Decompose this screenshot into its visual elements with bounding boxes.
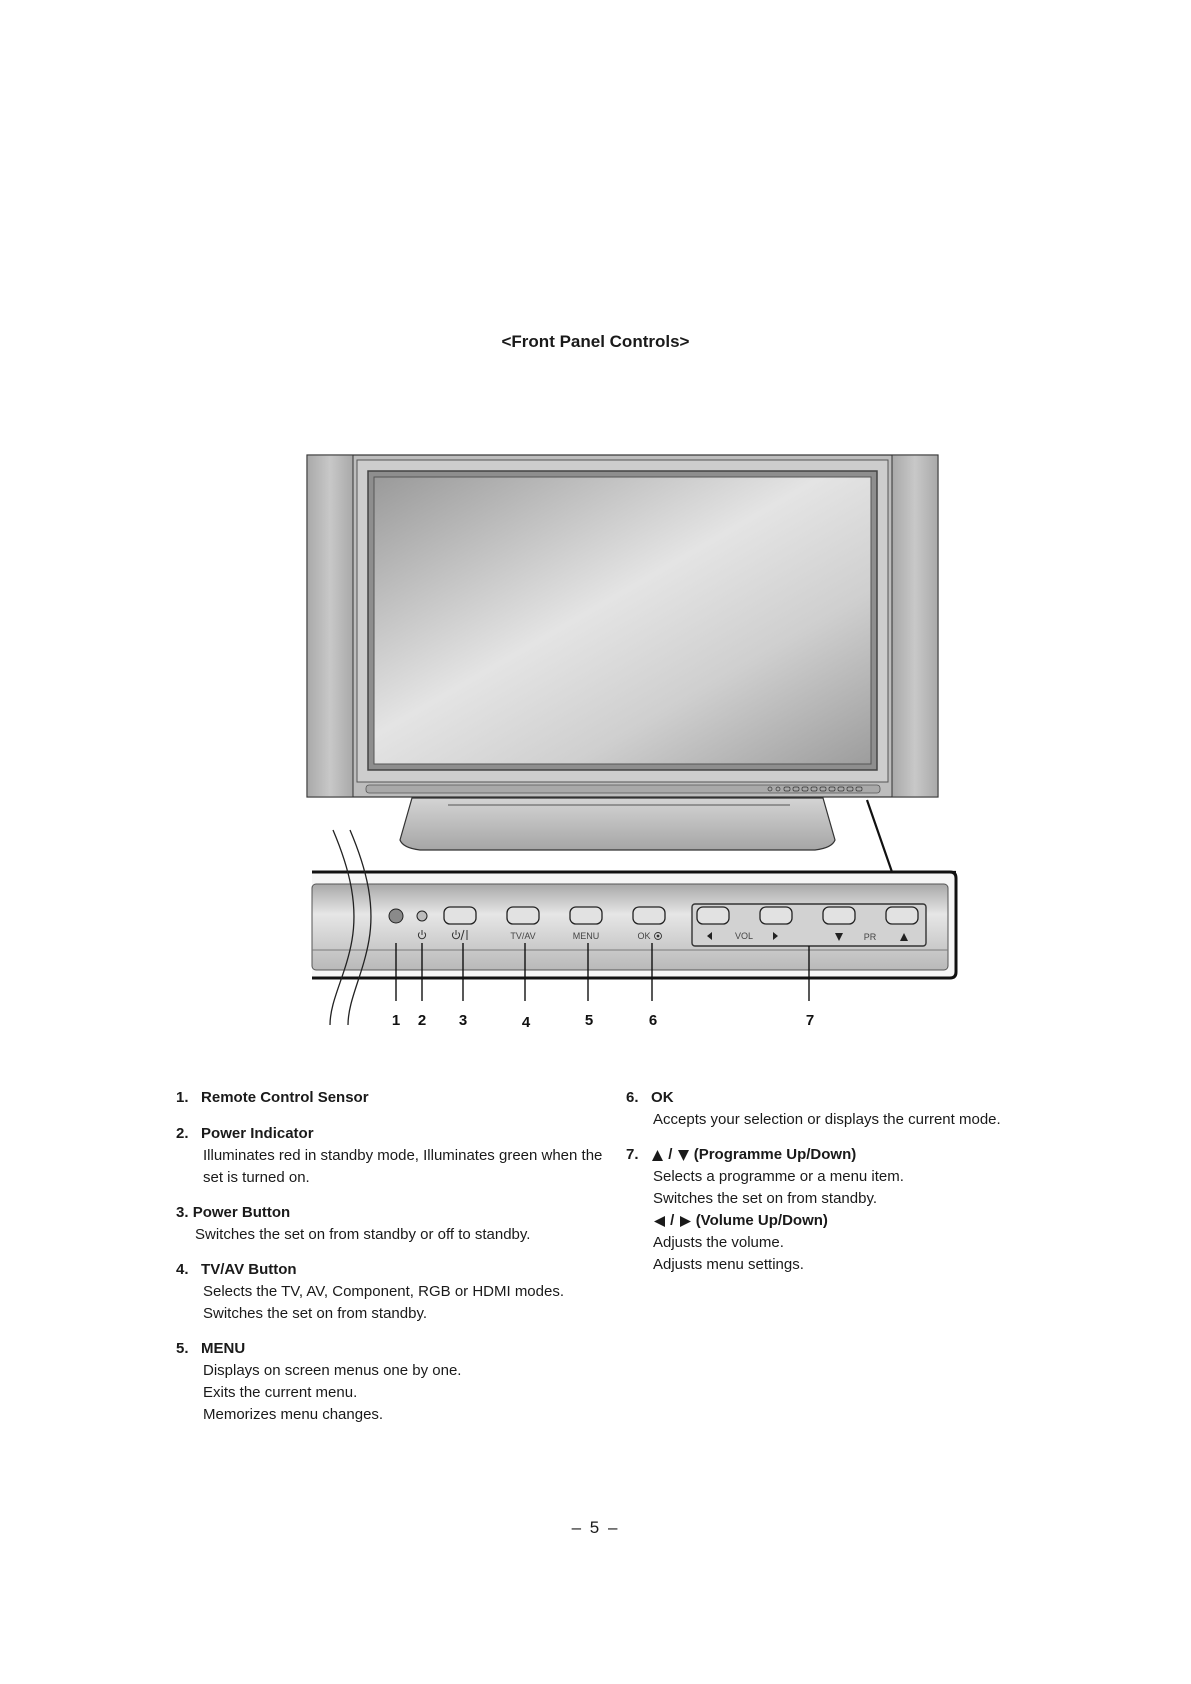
item-title: Power Indicator bbox=[201, 1125, 314, 1142]
item-text: Memorizes menu changes. bbox=[203, 1406, 384, 1423]
power-button[interactable] bbox=[443, 906, 477, 925]
pr-down-button[interactable] bbox=[822, 906, 856, 925]
vol-up-button[interactable] bbox=[759, 906, 793, 925]
right-speaker bbox=[891, 454, 939, 798]
item-separator: / bbox=[668, 1146, 673, 1163]
item-subtitle: (Volume Up/Down) bbox=[695, 1212, 828, 1229]
cut-lines bbox=[329, 829, 372, 1026]
left-triangle-icon bbox=[707, 932, 712, 940]
ok-label: OK bbox=[637, 931, 650, 941]
tv-stand bbox=[399, 797, 836, 851]
tvav-button[interactable] bbox=[506, 906, 540, 925]
mini-buttons bbox=[767, 786, 863, 792]
item-title: TV/AV Button bbox=[201, 1261, 297, 1278]
item-text: Displays on screen menus one by one. bbox=[203, 1362, 462, 1379]
ok-button[interactable] bbox=[632, 906, 666, 925]
enlarged-control-panel bbox=[311, 870, 958, 980]
remote-sensor bbox=[388, 908, 404, 924]
menu-button[interactable] bbox=[569, 906, 603, 925]
callout-5: 5 bbox=[585, 1012, 593, 1029]
item-text: set is turned on. bbox=[203, 1169, 310, 1186]
power-indicator bbox=[416, 910, 428, 922]
target-icon bbox=[654, 932, 662, 940]
callout-6: 6 bbox=[649, 1012, 657, 1029]
control-strip bbox=[365, 784, 881, 794]
item-text: Selects the TV, AV, Component, RGB or HD… bbox=[203, 1283, 565, 1300]
callout-7: 7 bbox=[806, 1012, 814, 1029]
item-number: 5. bbox=[176, 1340, 189, 1357]
callout-lines bbox=[395, 943, 810, 1001]
vol-label: VOL bbox=[735, 931, 753, 941]
pr-label: PR bbox=[864, 932, 877, 942]
item-text: Exits the current menu. bbox=[203, 1384, 358, 1401]
item-text: Switches the set on from standby or off … bbox=[195, 1226, 531, 1243]
right-triangle-icon bbox=[679, 1215, 691, 1227]
left-triangle-icon bbox=[654, 1215, 665, 1227]
item-number: 4. bbox=[176, 1261, 189, 1278]
item-text: Adjusts the volume. bbox=[653, 1234, 784, 1251]
item-text: Illuminates red in standby mode, Illumin… bbox=[203, 1147, 603, 1164]
item-text: Adjusts menu settings. bbox=[653, 1256, 804, 1273]
callout-2: 2 bbox=[418, 1012, 426, 1029]
menu-label: MENU bbox=[573, 931, 600, 941]
right-triangle-icon bbox=[773, 932, 778, 940]
item-menu: 5. MENU Displays on screen menus one by … bbox=[176, 1338, 626, 1426]
tv-body bbox=[306, 454, 939, 798]
item-programme-volume: 7. / (Programme Up/Down) Selects a progr… bbox=[626, 1144, 1076, 1276]
item-number: 1. bbox=[176, 1089, 189, 1106]
item-title: OK bbox=[651, 1089, 674, 1106]
item-power-button: 3. Power Button Switches the set on from… bbox=[176, 1202, 626, 1246]
down-triangle-icon bbox=[835, 933, 843, 941]
zoom-leader bbox=[865, 799, 956, 874]
item-text: Switches the set on from standby. bbox=[653, 1190, 877, 1207]
item-title: Remote Control Sensor bbox=[201, 1089, 369, 1106]
item-text: Selects a programme or a menu item. bbox=[653, 1168, 904, 1185]
up-triangle-icon bbox=[900, 933, 908, 941]
item-number: 3. bbox=[176, 1204, 189, 1221]
power-button-icon bbox=[451, 929, 468, 941]
power-icon bbox=[417, 930, 427, 940]
left-speaker bbox=[306, 454, 354, 798]
item-power-indicator: 2. Power Indicator Illuminates red in st… bbox=[176, 1123, 626, 1189]
tvav-label: TV/AV bbox=[510, 931, 535, 941]
item-number: 7. bbox=[626, 1146, 639, 1163]
item-text: Accepts your selection or displays the c… bbox=[653, 1111, 1001, 1128]
tv-front-panel-figure: TV/AV MENU OK VOL PR 1 2 3 4 5 6 7 bbox=[306, 454, 958, 1031]
callout-3: 3 bbox=[459, 1012, 467, 1029]
item-number: 6. bbox=[626, 1089, 639, 1106]
item-text: Switches the set on from standby. bbox=[203, 1305, 427, 1322]
pr-up-button[interactable] bbox=[885, 906, 919, 925]
vol-down-button[interactable] bbox=[696, 906, 730, 925]
callout-4: 4 bbox=[522, 1014, 531, 1031]
item-title: Power Button bbox=[192, 1204, 291, 1221]
item-ok: 6. OK Accepts your selection or displays… bbox=[626, 1087, 1066, 1131]
callout-1: 1 bbox=[392, 1012, 400, 1029]
item-number: 2. bbox=[176, 1125, 189, 1142]
item-title: MENU bbox=[201, 1340, 246, 1357]
up-triangle-icon bbox=[652, 1149, 664, 1161]
page-title: <Front Panel Controls> bbox=[501, 332, 690, 351]
item-title: (Programme Up/Down) bbox=[693, 1146, 857, 1163]
down-triangle-icon bbox=[677, 1149, 689, 1161]
item-tvav-button: 4. TV/AV Button Selects the TV, AV, Comp… bbox=[176, 1259, 626, 1325]
tv-screen bbox=[373, 476, 872, 765]
item-remote-control-sensor: 1. Remote Control Sensor bbox=[176, 1087, 616, 1109]
item-separator: / bbox=[670, 1212, 675, 1229]
page-number: – 5 – bbox=[571, 1518, 620, 1537]
